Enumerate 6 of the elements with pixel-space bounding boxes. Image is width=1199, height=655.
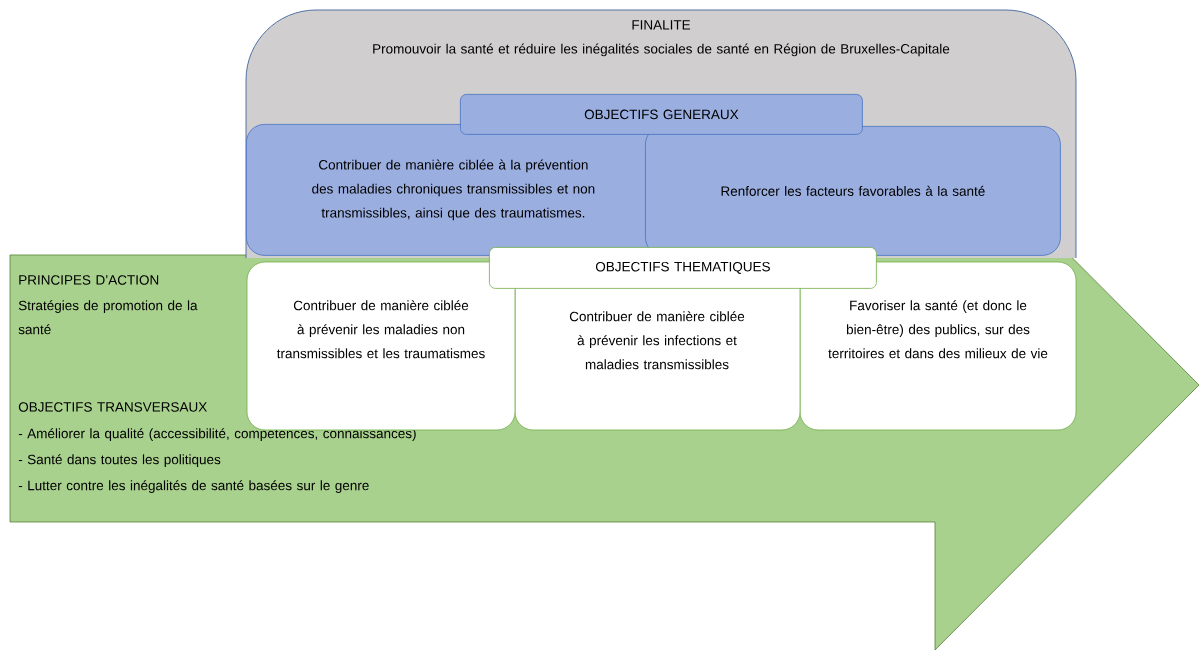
header-box: OBJECTIFS THEMATIQUES xyxy=(489,247,877,289)
objective-box: Contribuer de manière ciblée à prévenir les maladies non transmissibles et les traumatismes xyxy=(246,261,516,431)
objective-box: Renforcer les facteurs favorables à la santé xyxy=(645,126,1061,256)
objective-box: Contribuer de manière ciblée à la prévention des maladies chroniques transmissibles et non transmissibles, ainsi que des traumatismes. xyxy=(246,124,661,256)
header-box: OBJECTIFS GENERAUX xyxy=(460,94,863,135)
objective-box: Favoriser la santé (et donc le bien-être) des publics, sur des territoires et dans des milieux de vie xyxy=(799,261,1077,431)
